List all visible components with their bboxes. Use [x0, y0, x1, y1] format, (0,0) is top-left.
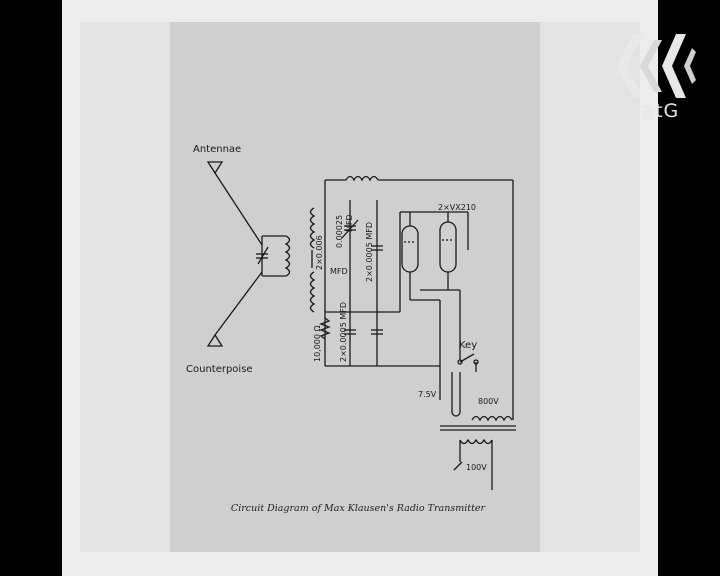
key-label: Key [459, 340, 477, 351]
capacitor-0-0005-top [371, 245, 383, 251]
morse-key [457, 353, 479, 372]
voltage-800-label: 800V [478, 397, 499, 406]
counterpoise-symbol [206, 271, 263, 347]
book-page [170, 22, 540, 552]
transformer [440, 415, 516, 490]
capacitor-0-00025 [341, 219, 359, 239]
capacitors-0-0005-bottom [344, 329, 383, 335]
diagram-caption: Circuit Diagram of Max Klausen's Radio T… [231, 503, 487, 514]
voltage-100-label: 100V [466, 463, 487, 472]
cap-00025-label: 0.00025 [335, 215, 344, 248]
valve-left [401, 212, 419, 273]
cap-0006-unit: MFD [330, 267, 348, 276]
cap-0005-top-label: 2×0.0005 MFD [365, 222, 374, 282]
channel-logo-icon [616, 34, 696, 98]
antenna-symbol [206, 161, 263, 246]
antennae-label: Antennae [193, 144, 241, 155]
circuit-diagram: Antennae Counterpoise [186, 144, 516, 514]
voltage-7-5-label: 7.5V [418, 390, 437, 399]
filament-lead [451, 372, 461, 417]
coupling-coils [309, 207, 316, 313]
counterpoise-label: Counterpoise [186, 364, 253, 375]
channel-logo-text: SaatG [616, 100, 680, 122]
resistor-label: 10,000 Ω [313, 325, 322, 362]
resistor [319, 317, 331, 340]
tubes-label: 2×VX210 [438, 203, 476, 212]
antenna-coil [256, 235, 291, 277]
valve-right [439, 212, 457, 273]
cap-0005-bottom-label: 2×0.0005 MFD [339, 302, 348, 362]
cap-0006-label: 2×0.006 [315, 235, 324, 270]
cap-00025-unit: MFD [345, 214, 354, 232]
rf-choke [325, 175, 514, 420]
